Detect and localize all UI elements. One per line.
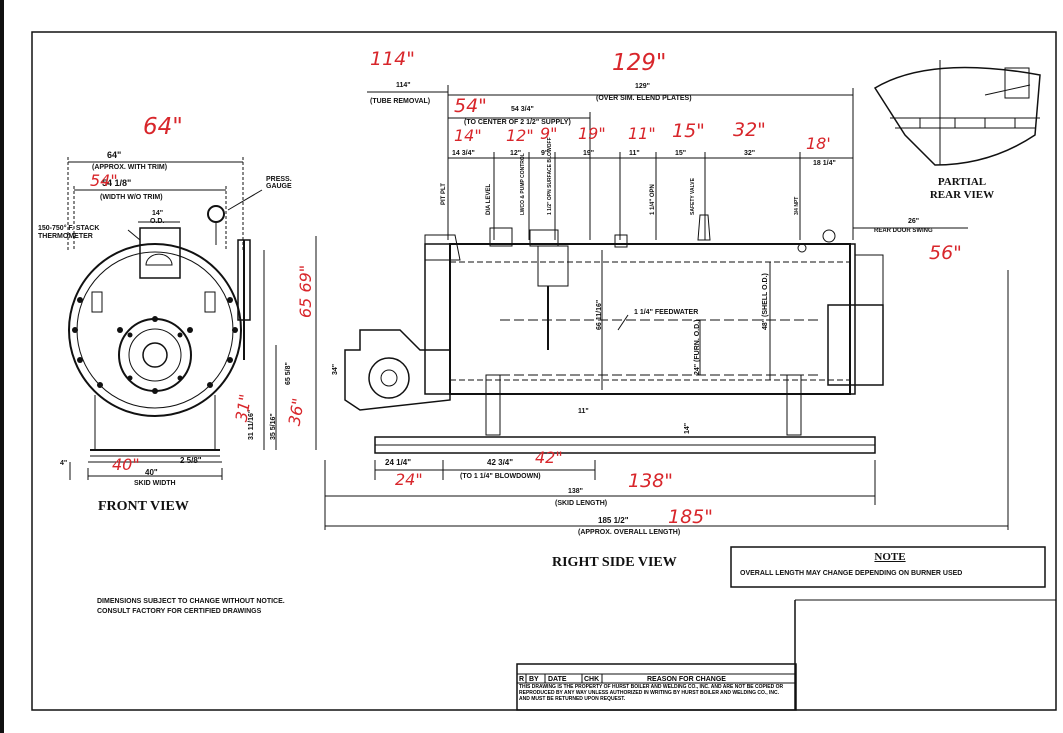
segment-6: 15" [675, 150, 687, 157]
rear-view-drawing [873, 60, 1041, 166]
front-14-dim: 14" [152, 210, 164, 217]
segment-8: 18 1/4" [813, 160, 836, 167]
rev-header-date: DATE [548, 676, 567, 683]
hw-31: 31" [231, 392, 256, 424]
hw-9: 9" [540, 124, 558, 143]
hw-40: 40" [112, 455, 140, 474]
front-65-dim: 65 5/8" [285, 362, 292, 385]
hw-15: 15" [672, 120, 705, 142]
dim-24-14: 24 1/4" [385, 458, 412, 467]
rear-door-dim: 26" [908, 218, 920, 225]
skid-length-note: (SKID LENGTH) [555, 500, 608, 507]
supply-dim: 54 3/4" [511, 106, 534, 113]
front-skid-dim: 40" [145, 468, 158, 477]
vlabel-safety-valve: SAFETY VALVE [690, 178, 696, 215]
front-view-title: FRONT VIEW [98, 499, 189, 514]
front-skid2-dim: 2 5/8" [180, 456, 202, 465]
rear-view-title-1: PARTIAL [937, 176, 987, 188]
over-plates-note: (OVER SIM. ELEND PLATES) [596, 95, 692, 102]
hw-114: 114" [370, 48, 416, 70]
hw-36: 36" [284, 396, 309, 428]
note-text: OVERALL LENGTH MAY CHANGE DEPENDING ON B… [740, 570, 963, 577]
note-title: NOTE [874, 551, 906, 563]
vlabel-1-14-opn: 1 1/4" OPN [650, 184, 656, 215]
hw-54: 54" [90, 171, 118, 190]
hw-64: 64" [143, 114, 183, 140]
overall-length-dim: 185 1/2" [598, 516, 629, 525]
rev-header-by: BY [529, 676, 539, 683]
hw-56: 56" [929, 242, 962, 264]
skid-length-dim: 138" [568, 488, 583, 495]
hw-12: 12" [506, 126, 534, 145]
side-14-dim: 14" [684, 422, 691, 434]
rev-header-chk: CHK [584, 676, 600, 683]
segment-1: 14 3/4" [452, 150, 475, 157]
front-width-note: (APPROX. WITH TRIM) [92, 164, 168, 171]
front-35-dim: 35 5/16" [270, 413, 277, 440]
disclaimer-line-2: CONSULT FACTORY FOR CERTIFIED DRAWINGS [97, 608, 262, 615]
rev-footer: THIS DRAWING IS THE PROPERTY OF HURST BO… [519, 684, 784, 702]
front-width2-dim: 54 1/8" [102, 178, 132, 188]
hw-24: 24" [395, 470, 423, 489]
segment-5: 11" [629, 150, 640, 157]
segment-4: 19" [583, 150, 595, 157]
hw-32: 32" [733, 119, 766, 141]
vlabel-dia-level: DIA LEVEL [486, 183, 492, 215]
shell-od-label: 48" (SHELL O.D.) [762, 273, 769, 330]
vlabel-pit-plt: PIT PLT [441, 183, 447, 205]
rev-header-reason: REASON FOR CHANGE [647, 676, 726, 683]
side-11-dim: 11" [578, 408, 589, 415]
front-14-note: O.D. [150, 218, 165, 225]
segment-3: 9" [541, 150, 549, 157]
hw-14: 14" [454, 126, 482, 145]
stack-thermometer-label-2: THERMOMETER [38, 233, 93, 240]
side-view-title: RIGHT SIDE VIEW [552, 555, 677, 570]
side-66-dim: 66 11/16" [596, 299, 603, 330]
hw-42: 42" [535, 448, 563, 467]
side-34-dim: 34" [332, 363, 339, 375]
hw-11: 11" [628, 124, 656, 143]
side-view-drawing [315, 85, 1009, 530]
front-view-drawing [67, 157, 277, 480]
front-skid-note: SKID WIDTH [134, 480, 176, 487]
disclaimer-line-1: DIMENSIONS SUBJECT TO CHANGE WITHOUT NOT… [97, 598, 285, 605]
segment-7: 32" [744, 150, 756, 157]
hw-54b: 54" [454, 95, 487, 117]
over-plates-dim: 129" [635, 83, 650, 90]
rear-door-note: REAR DOOR SWING [874, 228, 933, 234]
hw-138: 138" [628, 470, 674, 492]
stack-thermometer-label-1: 150-750° F. STACK [38, 225, 100, 232]
furnace-od-label: 24" (FURN. O.D.) [694, 319, 701, 375]
vlabel-lwco: LWCO & PUMP CONTROL [520, 153, 526, 215]
hw-185: 185" [668, 506, 714, 528]
press-gauge-label: PRESS. GAUGE [266, 176, 292, 190]
revision-table: R BY DATE CHK REASON FOR CHANGE THIS DRA… [517, 664, 796, 709]
hw-18: 18' [806, 134, 831, 153]
rev-header-r: R [519, 676, 525, 683]
vlabel-34-npt: 3/4 NPT [794, 196, 800, 215]
rear-view-title-2: REAR VIEW [929, 189, 995, 201]
vlabel-blowoff: 1 1/2" OPN SURFACE BLOWOFF [547, 137, 553, 215]
hw-65-69: 65 69" [296, 264, 315, 318]
front-width-dim: 64" [107, 150, 122, 160]
hw-19: 19" [578, 124, 606, 143]
front-width2-note: (WIDTH W/O TRIM) [100, 194, 163, 201]
blowdown-note: (TO 1 1/4" BLOWDOWN) [460, 473, 541, 480]
tube-removal-note: (TUBE REMOVAL) [370, 98, 431, 105]
tube-removal-dim: 114" [396, 82, 411, 89]
overall-length-note: (APPROX. OVERALL LENGTH) [578, 529, 681, 536]
supply-note: (TO CENTER OF 2 1/2" SUPPLY) [464, 119, 571, 126]
feedwater-label: 1 1/4" FEEDWATER [634, 309, 699, 316]
hw-129: 129" [612, 50, 667, 76]
dim-42-34: 42 3/4" [487, 458, 514, 467]
segment-2: 12" [510, 150, 522, 157]
front-4-dim: 4" [60, 460, 68, 467]
